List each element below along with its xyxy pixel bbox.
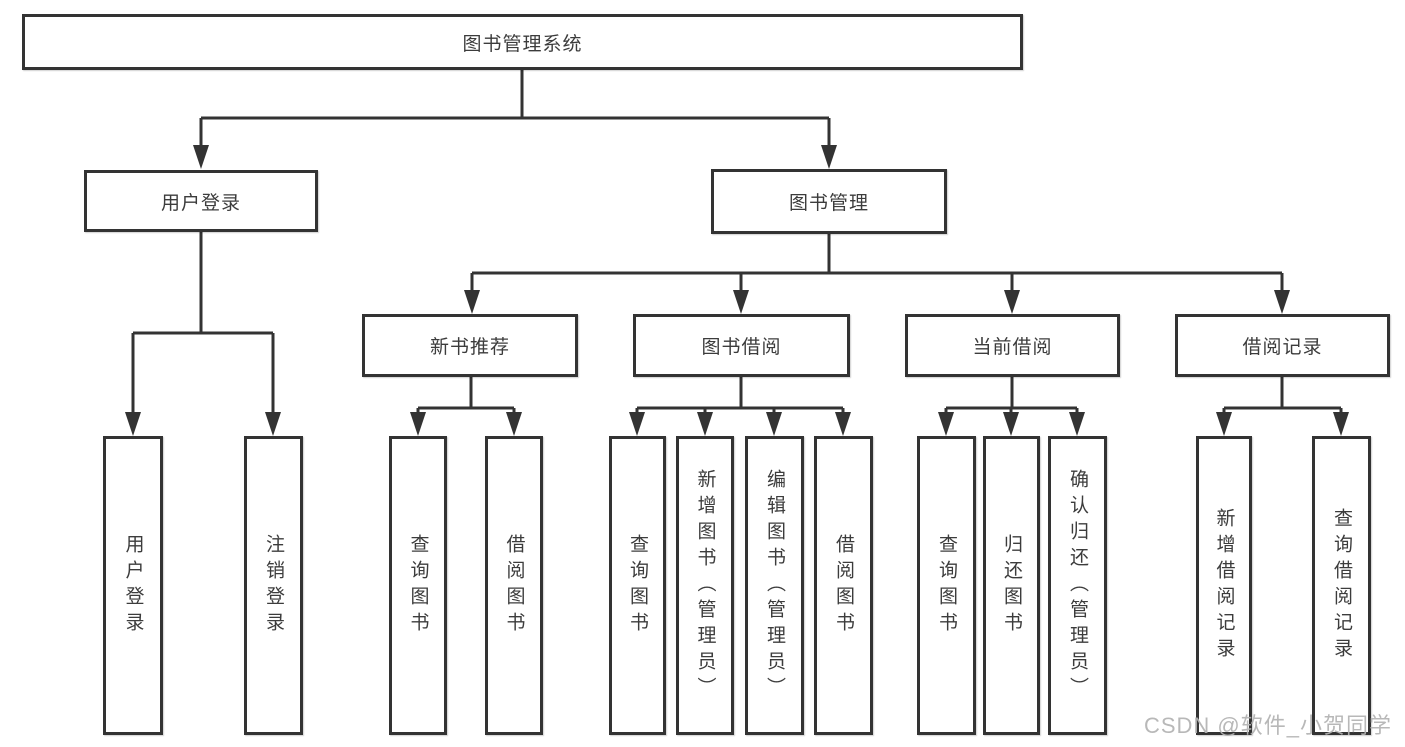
leaf-add-borrow-record: 新增借阅记录	[1196, 436, 1252, 735]
leaf-return-books: 归还图书	[983, 436, 1040, 735]
arrowheads	[125, 145, 1349, 436]
leaf-borrow-books-borrowing: 借阅图书	[814, 436, 873, 735]
node-current-borrowing: 当前借阅	[905, 314, 1120, 377]
leaf-user-login: 用户登录	[103, 436, 163, 735]
node-new-book-recommend: 新书推荐	[362, 314, 578, 377]
leaf-query-books-current: 查询图书	[917, 436, 976, 735]
node-book-borrowing: 图书借阅	[633, 314, 850, 377]
node-book-management: 图书管理	[711, 169, 947, 234]
leaf-query-books-recommend: 查询图书	[389, 436, 447, 735]
leaf-confirm-return-admin: 确认归还（管理员）	[1048, 436, 1107, 735]
node-borrowing-records: 借阅记录	[1175, 314, 1390, 377]
leaf-add-book-admin: 新增图书（管理员）	[676, 436, 734, 735]
csdn-watermark: CSDN @软件_小贺同学	[1143, 713, 1392, 738]
leaf-borrow-books-recommend: 借阅图书	[485, 436, 543, 735]
leaf-query-borrow-record: 查询借阅记录	[1312, 436, 1371, 735]
node-root: 图书管理系统	[22, 14, 1023, 70]
leaf-edit-book-admin: 编辑图书（管理员）	[745, 436, 804, 735]
leaf-query-books-borrowing: 查询图书	[609, 436, 666, 735]
leaf-logout: 注销登录	[244, 436, 303, 735]
node-user-login: 用户登录	[84, 170, 318, 232]
